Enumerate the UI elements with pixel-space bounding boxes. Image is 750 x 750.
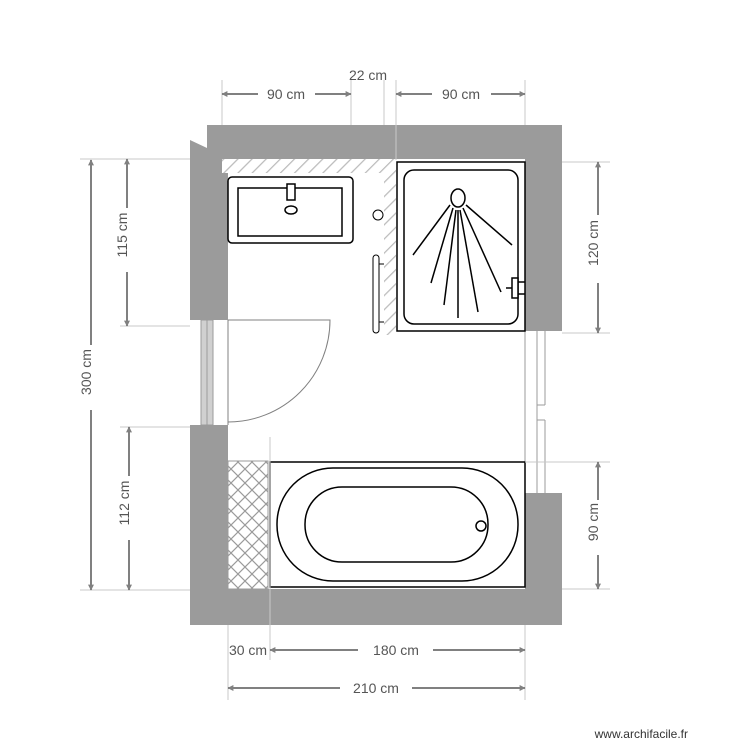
hatched-zone-vertical bbox=[384, 159, 396, 335]
dim-left-300: 300 cm bbox=[78, 349, 94, 395]
bathtub-drain-icon bbox=[475, 520, 487, 532]
faucet-icon bbox=[286, 183, 296, 201]
dim-top-22: 22 cm bbox=[349, 67, 387, 83]
dim-right-90: 90 cm bbox=[585, 503, 601, 541]
towel-rail-icon bbox=[372, 254, 384, 334]
right-wall-lower bbox=[525, 493, 562, 593]
hatched-zone bbox=[222, 159, 394, 173]
right-window-icon bbox=[524, 331, 562, 493]
top-wall bbox=[207, 125, 562, 159]
paper-holder-icon bbox=[372, 209, 384, 221]
wall-notch bbox=[190, 140, 207, 148]
right-wall-upper bbox=[525, 159, 562, 331]
dim-right-120: 120 cm bbox=[585, 220, 601, 266]
dim-left-112: 112 cm bbox=[116, 481, 132, 526]
shower-icon bbox=[396, 161, 526, 332]
dimension-labels: 90 cm 22 cm 90 cm 300 cm 115 cm 112 cm 1… bbox=[78, 67, 601, 696]
dim-top-left-90: 90 cm bbox=[267, 86, 305, 102]
site-credit: www.archifacile.fr bbox=[594, 727, 688, 741]
bathtub-icon bbox=[269, 461, 526, 588]
drain-icon bbox=[284, 205, 298, 215]
dim-bottom-30: 30 cm bbox=[229, 642, 267, 658]
dimension-arrows bbox=[88, 91, 601, 691]
door-icon bbox=[227, 319, 331, 425]
dim-bottom-210: 210 cm bbox=[353, 680, 399, 696]
sink-icon bbox=[227, 176, 354, 244]
walls bbox=[190, 125, 562, 625]
window-icon bbox=[190, 319, 228, 426]
bottom-wall bbox=[190, 589, 562, 625]
dim-bottom-180: 180 cm bbox=[373, 642, 419, 658]
shower-mixer-icon bbox=[506, 277, 525, 299]
dim-left-115: 115 cm bbox=[114, 213, 130, 258]
lattice-panel bbox=[227, 460, 269, 590]
shower-drain-icon bbox=[450, 188, 466, 208]
left-wall-upper bbox=[190, 159, 228, 320]
dim-top-right-90: 90 cm bbox=[442, 86, 480, 102]
